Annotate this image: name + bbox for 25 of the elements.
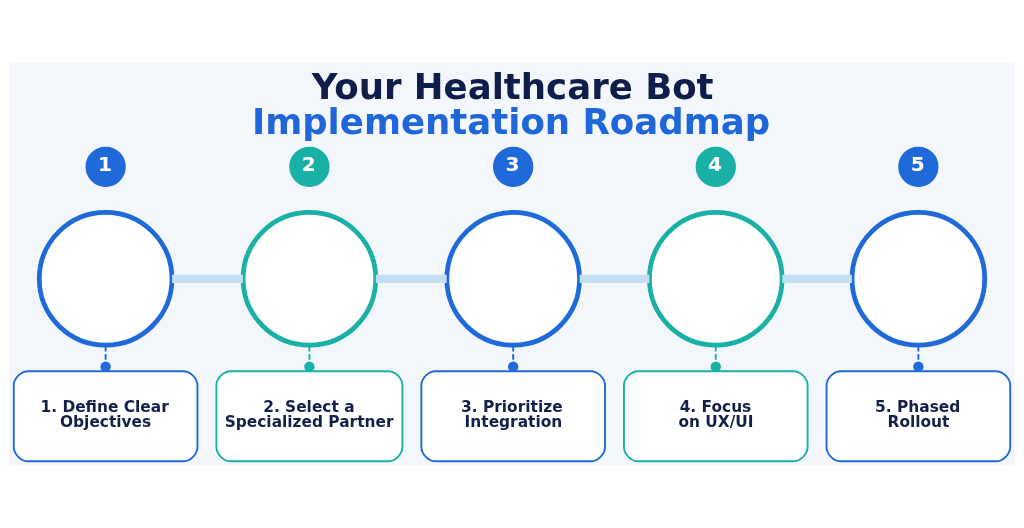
node-circle: 4 bbox=[695, 146, 736, 187]
node-circle bbox=[240, 210, 379, 348]
node-circle: 1 bbox=[85, 146, 126, 187]
node-circle bbox=[647, 210, 785, 348]
connector bbox=[913, 344, 924, 372]
node-circle bbox=[444, 210, 582, 348]
node-circle: 2 bbox=[289, 146, 330, 187]
node-circle bbox=[849, 210, 988, 348]
connector bbox=[304, 344, 315, 372]
node-box: 2. Select a Specialized Partner bbox=[215, 370, 404, 463]
node-circle: 5 bbox=[898, 146, 939, 187]
connector bbox=[710, 344, 721, 372]
node-box: 1. Define Clear Objectives bbox=[12, 370, 199, 463]
node-box: 3. Prioritize Integration bbox=[420, 370, 606, 463]
connector bbox=[100, 344, 111, 372]
connector bbox=[782, 274, 852, 283]
node-box: 4. Focus on UX/UI bbox=[623, 370, 809, 463]
connector bbox=[507, 344, 519, 372]
node-box: 5. Phased Rollout bbox=[825, 370, 1012, 463]
connector bbox=[579, 274, 650, 283]
node-circle bbox=[36, 210, 175, 348]
connector bbox=[375, 274, 447, 283]
node-circle: 3 bbox=[493, 146, 534, 187]
diagram-title: Your Healthcare Bot Implementation Roadmap bbox=[251, 65, 771, 143]
connector bbox=[172, 274, 243, 283]
